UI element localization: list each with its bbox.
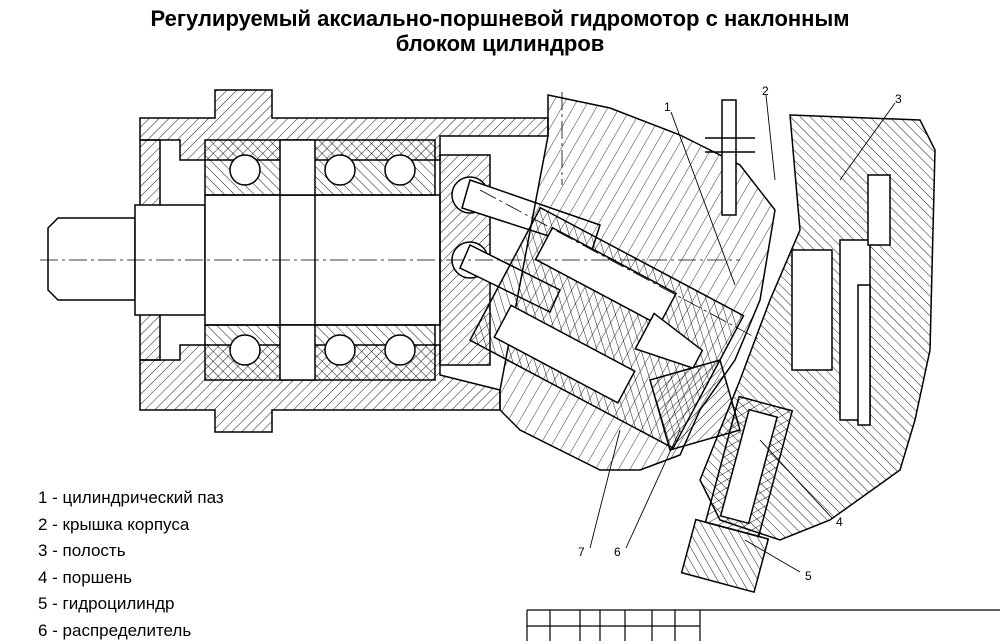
callout-1: 1 [664, 100, 671, 114]
callout-7: 7 [578, 545, 585, 559]
callout-2: 2 [762, 84, 769, 98]
legend-item: 1 - цилиндрический паз [38, 485, 224, 512]
legend-item: 3 - полость [38, 538, 224, 565]
parts-legend: 1 - цилиндрический паз 2 - крышка корпус… [38, 485, 224, 644]
legend-item: 6 - распределитель [38, 618, 224, 644]
legend-item: 4 - поршень [38, 565, 224, 592]
callout-3: 3 [895, 92, 902, 106]
callout-4: 4 [836, 515, 843, 529]
callout-6: 6 [614, 545, 621, 559]
legend-item: 5 - гидроцилиндр [38, 591, 224, 618]
title-block [527, 610, 1000, 641]
callout-5: 5 [805, 569, 812, 583]
legend-item: 2 - крышка корпуса [38, 512, 224, 539]
